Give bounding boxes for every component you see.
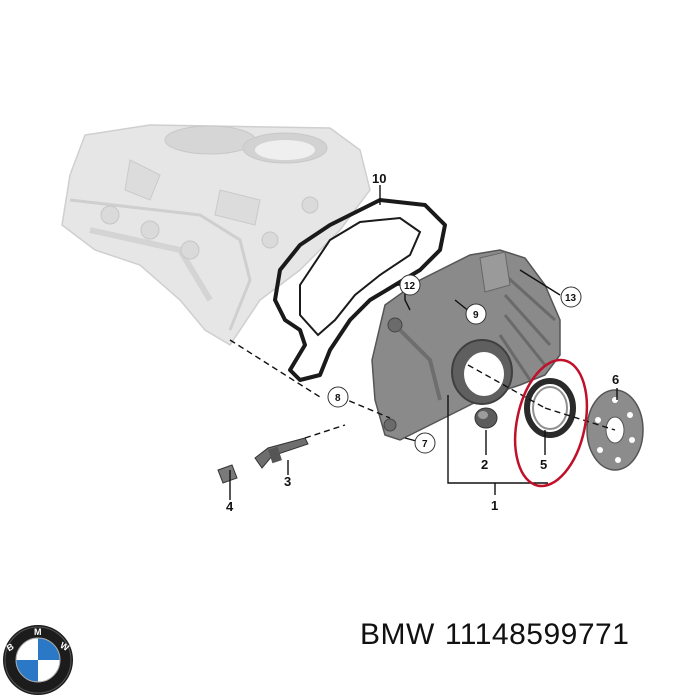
plug-part-2 (474, 407, 498, 429)
label-4: 4 (226, 499, 234, 514)
label-1: 1 (491, 498, 498, 513)
label-13: 13 (565, 293, 577, 304)
label-12: 12 (404, 281, 416, 292)
brand-name: BMW (360, 618, 435, 651)
label-3: 3 (284, 474, 291, 489)
bolt-part-4 (217, 464, 238, 484)
label-5: 5 (540, 457, 547, 472)
engine-block (61, 124, 371, 347)
svg-text:M: M (34, 627, 42, 637)
label-2: 2 (481, 457, 488, 472)
highlight-ring (513, 358, 589, 488)
label-10: 10 (372, 171, 386, 186)
callout-labels: 10 12 9 13 8 7 6 2 5 3 4 1 (226, 171, 619, 514)
label-9: 9 (473, 310, 479, 321)
part-number: 11148599771 (444, 618, 630, 651)
svg-text:B: B (5, 641, 16, 653)
timing-cover-part-9 (371, 249, 561, 441)
seal-ring-part-5 (524, 378, 576, 438)
sensor-part-3 (254, 437, 309, 469)
label-6: 6 (612, 372, 619, 387)
label-7: 7 (422, 439, 428, 450)
label-8: 8 (335, 393, 341, 404)
bmw-logo: B M W (3, 625, 73, 695)
gasket-part-10 (273, 198, 447, 382)
leader-lines (229, 185, 618, 500)
part-caption: BMW 11148599771 (360, 618, 639, 652)
